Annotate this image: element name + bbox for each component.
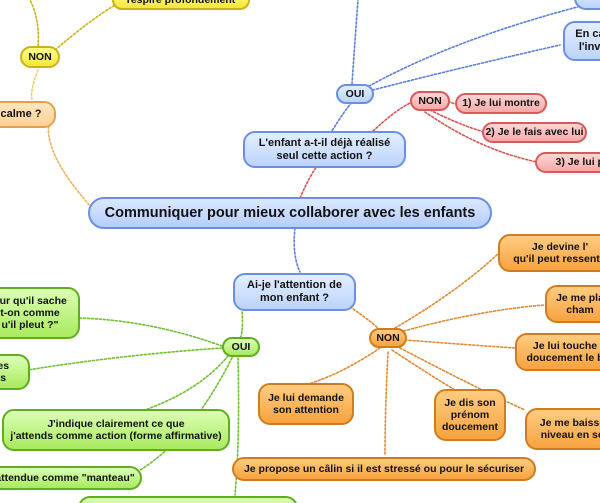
node-orange-je-propose-calin[interactable]: Je propose un câlin si il est stressé ou… [232, 457, 536, 481]
node-green-attendue-manteau[interactable]: attendue comme "manteau" [0, 466, 142, 490]
node-je-lui-montre[interactable]: 1) Je lui montre [455, 93, 547, 114]
node-non-topleft[interactable]: NON [20, 46, 60, 68]
node-je-le-fais-avec-lui[interactable]: 2) Je le fais avec lui [482, 122, 587, 143]
node-green-jindique[interactable]: J'indique clairement ce que j'attends co… [2, 409, 230, 451]
node-green-pour-quil-sache[interactable]: our qu'il sache t-on comme u'il pleut ?" [0, 287, 80, 339]
node-calme-question[interactable]: calme ? [0, 101, 56, 128]
node-oui-top[interactable]: OUI [336, 84, 374, 104]
node-green-bottom-partial[interactable] [78, 496, 298, 503]
node-orange-je-lui-touche[interactable]: Je lui touche doucement le b [515, 333, 600, 371]
node-question-attention[interactable]: Ai-je l'attention de mon enfant ? [233, 273, 356, 311]
node-orange-je-devine[interactable]: Je devine l' qu'il peut ressentir [498, 234, 600, 272]
node-non-red[interactable]: NON [410, 91, 450, 111]
node-question-deja-realise[interactable]: L'enfant a-t-il déjà réalisé seul cette … [243, 131, 406, 168]
node-respire[interactable]: respire profondément [112, 0, 250, 10]
node-orange-je-me-baisse[interactable]: Je me baisse niveau en so [525, 408, 600, 450]
node-je-lui-propose[interactable]: 3) Je lui pro [535, 152, 600, 173]
node-green-des[interactable]: des ns [0, 354, 30, 390]
node-en-cas[interactable]: En cas l'invit [563, 21, 600, 61]
node-oui-left[interactable]: OUI [222, 337, 260, 357]
node-orange-je-me-place[interactable]: Je me pla cham [545, 285, 600, 323]
node-orange-je-dis-son-prenom[interactable]: Je dis son prénom doucement [434, 389, 506, 441]
node-orange-je-lui-demande[interactable]: Je lui demande son attention [258, 383, 354, 425]
root-node[interactable]: Communiquer pour mieux collaborer avec l… [88, 197, 492, 229]
node-non-mid[interactable]: NON [369, 328, 407, 348]
